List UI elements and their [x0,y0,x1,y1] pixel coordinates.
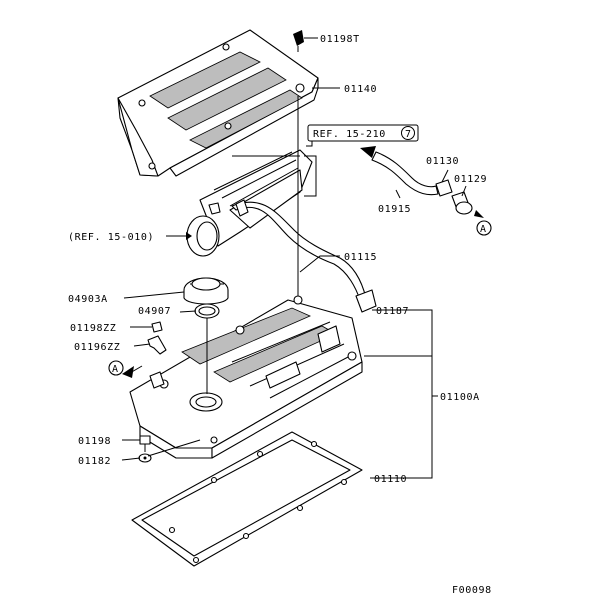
label-ref-15-010: (REF. 15-010) [68,232,154,243]
screw-washer [138,435,152,463]
cover-bolt [293,30,304,52]
ref-15-210-box: REF. 15-210 7 [307,124,419,142]
label-engine-cover: 01140 [344,84,377,95]
pcv-valve [451,191,484,218]
leader-lines [121,37,467,479]
cap-gasket [194,303,220,319]
label-hose-main: 01915 [378,204,411,215]
label-oil-cap: 04903A [68,294,108,305]
breather-hose [231,199,377,313]
part-labels: 01198T 01140 REF. 15-210 7 01130 01129 0… [68,34,492,596]
svg-text:A: A [480,224,487,235]
svg-text:REF. 15-210: REF. 15-210 [313,129,386,140]
marker-a-left: A [108,360,143,378]
rocker-cover [129,295,363,459]
label-screw: 01198 [78,436,111,447]
label-breather-hose: 01115 [344,252,377,263]
label-cap-gasket: 04907 [138,306,171,317]
label-pcv-hose: 01130 [426,156,459,167]
svg-text:A: A [112,364,119,375]
label-hose-fitting: 01187 [376,306,409,317]
diagram-code: F00098 [452,585,492,596]
cover-gasket [131,431,363,567]
small-bolt-bracket [147,321,167,355]
oil-cap [183,277,229,305]
label-washer: 01182 [78,456,111,467]
label-rocker-cover-assy: 01100A [440,392,480,403]
marker-a-right: A [476,220,492,236]
engine-cover [117,29,319,177]
svg-text:7: 7 [405,129,412,140]
label-bolt-zz: 01198ZZ [70,323,116,334]
label-pcv-valve: 01129 [454,174,487,185]
intake-duct [186,149,313,257]
label-cover-bolt: 01198T [320,34,360,45]
label-cover-gasket: 01110 [374,474,407,485]
pcv-hose [360,146,453,197]
label-bracket-zz: 01196ZZ [74,342,120,353]
